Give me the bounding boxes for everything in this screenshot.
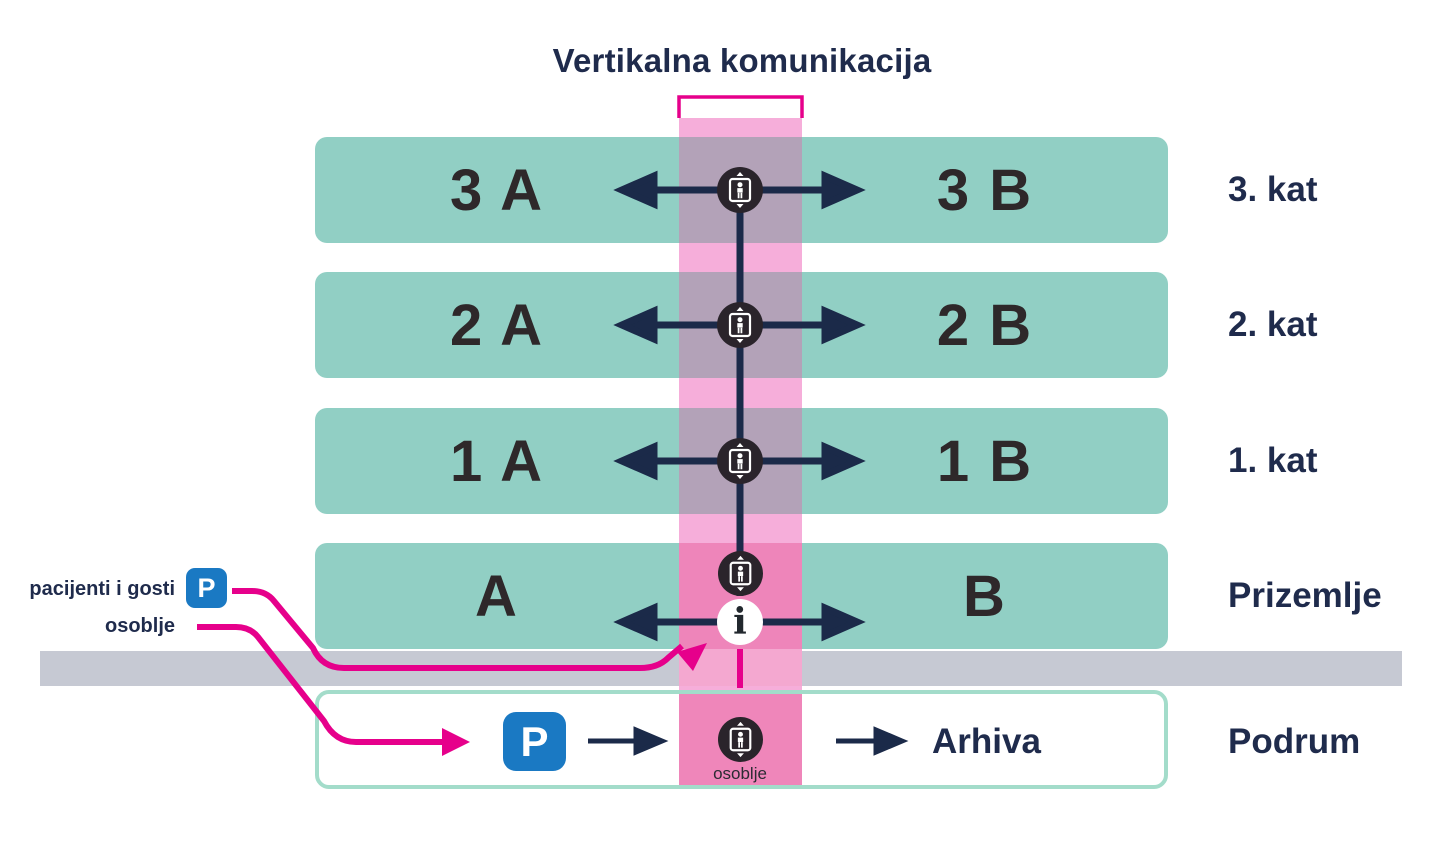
elevator-icon	[717, 302, 763, 348]
parking-letter: P	[197, 572, 216, 603]
legend-patients-label: pacijenti i gosti	[29, 578, 175, 600]
elevator-icon-basement	[718, 717, 763, 762]
wing-label-2b: 2 B	[936, 292, 1034, 358]
wing-label-a: A	[475, 563, 519, 629]
parking-icon: P	[186, 568, 227, 608]
floor-name-1: 1. kat	[1228, 441, 1318, 480]
wing-label-3b: 3 B	[936, 157, 1034, 223]
elevator-icon	[717, 438, 763, 484]
floor-name-3: 3. kat	[1228, 170, 1318, 209]
parking-letter: P	[520, 717, 549, 765]
basement-parking-icon: P	[503, 712, 566, 771]
shaft-bracket	[677, 95, 804, 118]
diagram-title: Vertikalna komunikacija	[552, 42, 932, 79]
elevator-icon	[717, 167, 763, 213]
archive-label: Arhiva	[932, 722, 1041, 761]
info-icon: i	[717, 599, 763, 645]
floor-name-basement: Podrum	[1228, 722, 1361, 761]
wing-label-b: B	[963, 563, 1007, 629]
street-level-band	[40, 651, 1402, 686]
shaft-segment	[679, 378, 802, 408]
wing-label-3a: 3 A	[449, 157, 545, 223]
basement-elevator-caption: osoblje	[713, 764, 767, 783]
shaft-segment	[679, 243, 802, 272]
elevator-icon	[718, 551, 763, 596]
shaft-segment	[679, 118, 802, 137]
floor-name-ground: Prizemlje	[1228, 576, 1382, 615]
info-letter: i	[733, 601, 747, 643]
wing-label-1a: 1 A	[449, 428, 545, 494]
wing-label-1b: 1 B	[936, 428, 1034, 494]
legend-staff-label: osoblje	[104, 615, 175, 637]
shaft-segment	[679, 514, 802, 543]
wing-label-2a: 2 A	[449, 292, 545, 358]
floor-name-2: 2. kat	[1228, 305, 1318, 344]
